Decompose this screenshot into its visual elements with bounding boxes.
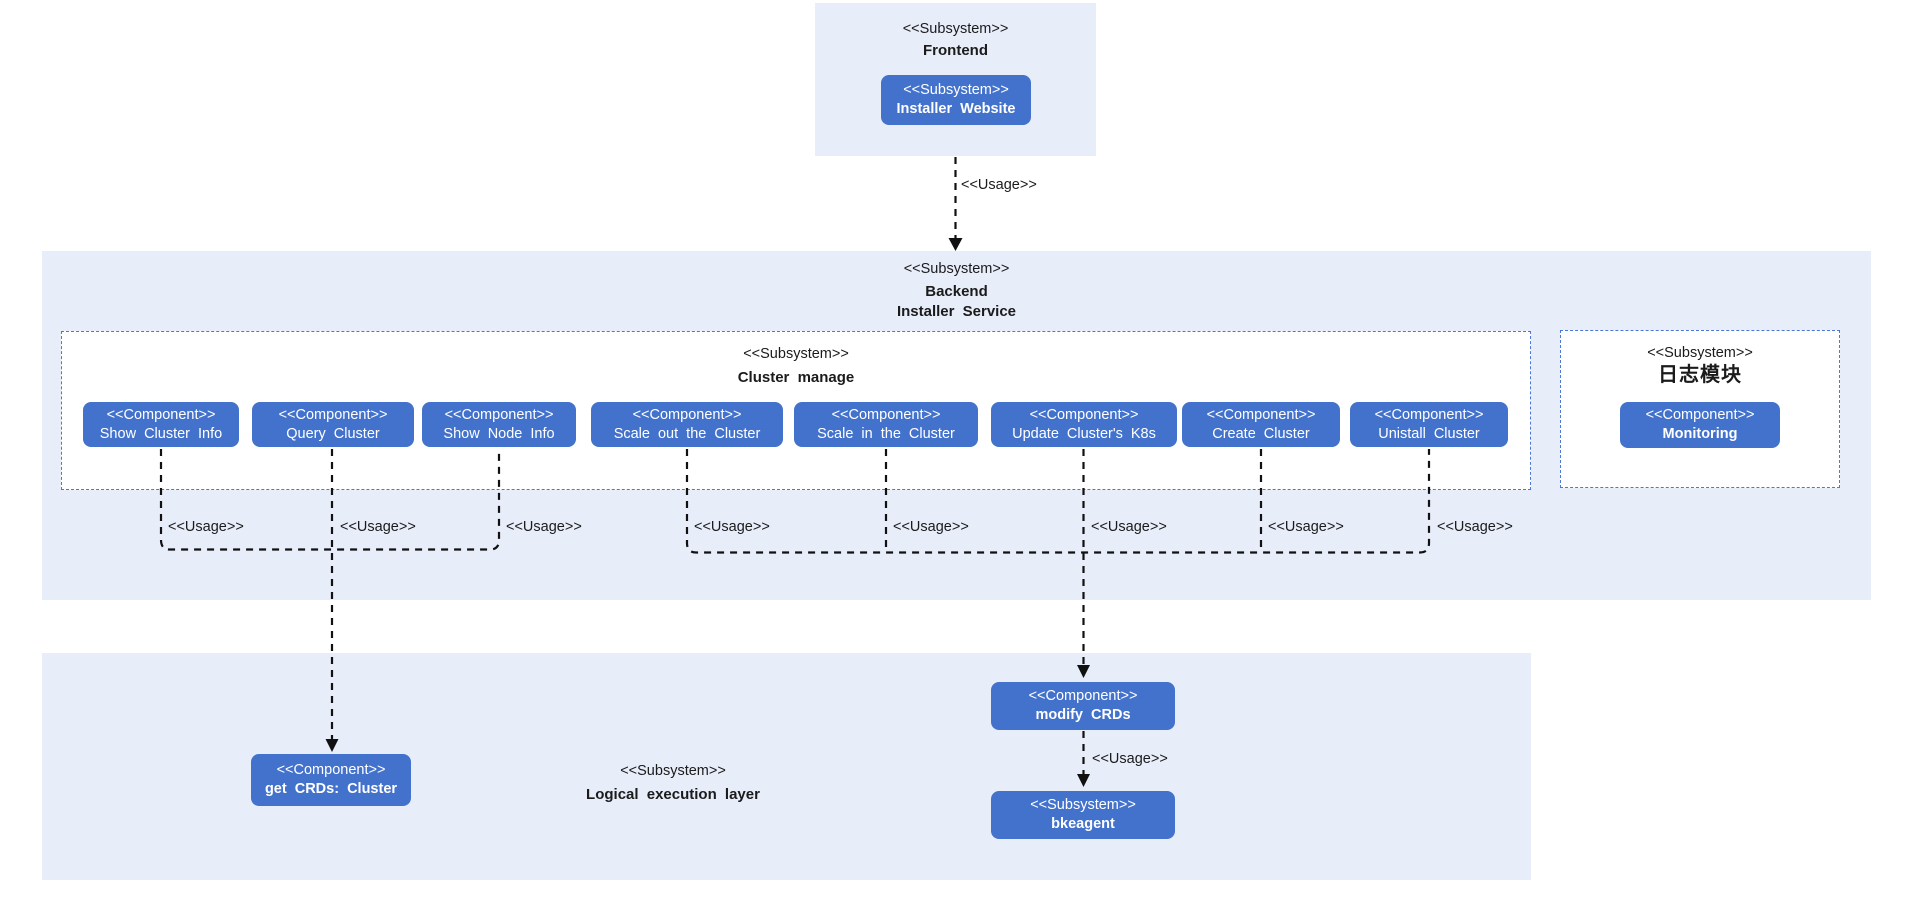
stereotype-label: <<Component>> <box>276 762 386 778</box>
stereotype-label: <<Subsystem>> <box>743 346 849 362</box>
subsystem-name: Cluster manage <box>737 369 855 386</box>
subsystem-name: Logical execution layer <box>586 786 760 803</box>
node-installer-website[interactable]: <<Subsystem>> Installer Website <box>881 75 1031 125</box>
stereotype-label: <<Subsystem>> <box>1647 345 1753 361</box>
node-modify-crds[interactable]: <<Component>> modify CRDs <box>991 682 1175 730</box>
stereotype-label: <<Subsystem>> <box>902 21 1009 37</box>
node-name: Monitoring <box>1662 426 1738 442</box>
stereotype-label: <<Subsystem>> <box>903 82 1009 98</box>
frontend-title: <<Subsystem>> Frontend <box>815 19 1096 61</box>
node-name: Scale out the Cluster <box>613 425 761 442</box>
subsystem-name: 日志模块 <box>1658 364 1742 386</box>
subsystem-name-line1: Backend <box>925 283 988 300</box>
node-name: bkeagent <box>1051 816 1115 832</box>
node-name: get CRDs: Cluster <box>264 781 398 797</box>
logical-layer-title: <<Subsystem>> Logical execution layer <box>443 760 903 806</box>
usage-label: <<Usage>> <box>1092 751 1168 767</box>
stereotype-label: <<Component>> <box>1374 406 1484 423</box>
stereotype-label: <<Component>> <box>1028 688 1138 704</box>
cluster-manage-title: <<Subsystem>> Cluster manage <box>61 343 1531 389</box>
stereotype-label: <<Component>> <box>1206 406 1316 423</box>
stereotype-label: <<Component>> <box>106 406 216 423</box>
subsystem-name: Frontend <box>923 42 988 59</box>
stereotype-label: <<Component>> <box>278 406 388 423</box>
stereotype-label: <<Component>> <box>632 406 742 423</box>
node-scale-in-the-cluster[interactable]: <<Component>> Scale in the Cluster <box>794 402 978 447</box>
usage-label: <<Usage>> <box>340 519 416 535</box>
arrowhead-backend <box>948 238 963 251</box>
node-query-cluster[interactable]: <<Component>> Query Cluster <box>252 402 414 447</box>
usage-label: <<Usage>> <box>893 519 969 535</box>
log-module-title: <<Subsystem>> 日志模块 <box>1560 344 1840 389</box>
usage-label: <<Usage>> <box>168 519 244 535</box>
stereotype-label: <<Component>> <box>831 406 941 423</box>
usage-label: <<Usage>> <box>1091 519 1167 535</box>
stereotype-label: <<Subsystem>> <box>903 261 1010 277</box>
subsystem-name-line2: Installer Service <box>896 303 1017 320</box>
node-show-cluster-info[interactable]: <<Component>> Show Cluster Info <box>83 402 239 447</box>
node-monitoring[interactable]: <<Component>> Monitoring <box>1620 402 1780 448</box>
node-name: Installer Website <box>896 101 1016 117</box>
node-name: Show Cluster Info <box>99 425 223 442</box>
stereotype-label: <<Subsystem>> <box>620 763 726 779</box>
node-scale-out-the-cluster[interactable]: <<Component>> Scale out the Cluster <box>591 402 783 447</box>
usage-label: <<Usage>> <box>1268 519 1344 535</box>
stereotype-label: <<Component>> <box>444 406 554 423</box>
node-show-node-info[interactable]: <<Component>> Show Node Info <box>422 402 576 447</box>
node-name: Query Cluster <box>286 425 380 442</box>
node-bkeagent[interactable]: <<Subsystem>> bkeagent <box>991 791 1175 839</box>
node-create-cluster[interactable]: <<Component>> Create Cluster <box>1182 402 1340 447</box>
usage-label: <<Usage>> <box>694 519 770 535</box>
node-name: Show Node Info <box>443 425 555 442</box>
node-name: Scale in the Cluster <box>817 425 955 442</box>
node-update-clusters-k8s[interactable]: <<Component>> Update Cluster's K8s <box>991 402 1177 447</box>
node-get-crds-cluster[interactable]: <<Component>> get CRDs: Cluster <box>251 754 411 806</box>
node-name: Update Cluster's K8s <box>1012 425 1156 442</box>
stereotype-label: <<Component>> <box>1645 407 1755 423</box>
node-unistall-cluster[interactable]: <<Component>> Unistall Cluster <box>1350 402 1508 447</box>
usage-label: <<Usage>> <box>506 519 582 535</box>
node-name: Create Cluster <box>1212 425 1310 442</box>
node-name: modify CRDs <box>1035 707 1131 723</box>
usage-label: <<Usage>> <box>1437 519 1513 535</box>
backend-title: <<Subsystem>> Backend Installer Service <box>42 259 1871 322</box>
stereotype-label: <<Component>> <box>1029 406 1139 423</box>
stereotype-label: <<Subsystem>> <box>1030 797 1136 813</box>
node-name: Unistall Cluster <box>1378 425 1480 442</box>
usage-label: <<Usage>> <box>961 177 1037 193</box>
